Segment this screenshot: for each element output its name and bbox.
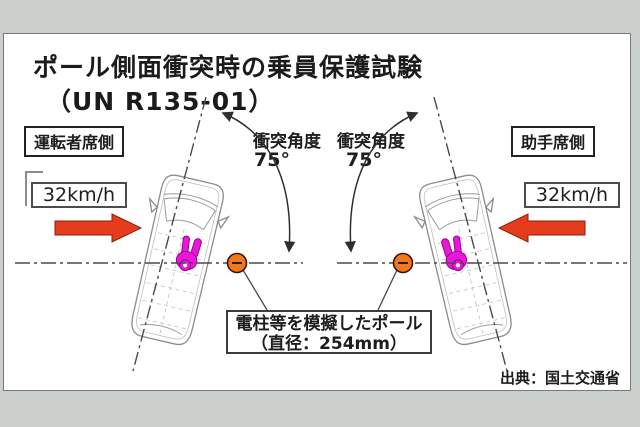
speed-callout-bracket [25, 171, 43, 206]
title-line-2: （UN R135-01） [46, 87, 275, 116]
driver-side-label: 運転者席側 [24, 126, 125, 157]
impact-angle-value-right: 75° [346, 149, 382, 171]
pole-caption-line-1: 電柱等を模擬したポール [235, 314, 423, 334]
pole-caption-line-2: （直径：254mm） [251, 334, 407, 354]
page-title: ポール側面衝突時の乗員保護試験 （UN R135-01） [33, 51, 423, 119]
pole-caption-box: 電柱等を模擬したポール （直径：254mm） [226, 310, 432, 354]
speed-label-left: 32km/h [31, 182, 127, 208]
passenger-side-label: 助手席側 [511, 126, 596, 157]
speed-label-right: 32km/h [524, 182, 620, 208]
impact-angle-value-left: 75° [254, 149, 290, 171]
source-credit: 出典：国土交通省 [499, 369, 620, 387]
title-line-1: ポール側面衝突時の乗員保護試験 [33, 53, 424, 82]
